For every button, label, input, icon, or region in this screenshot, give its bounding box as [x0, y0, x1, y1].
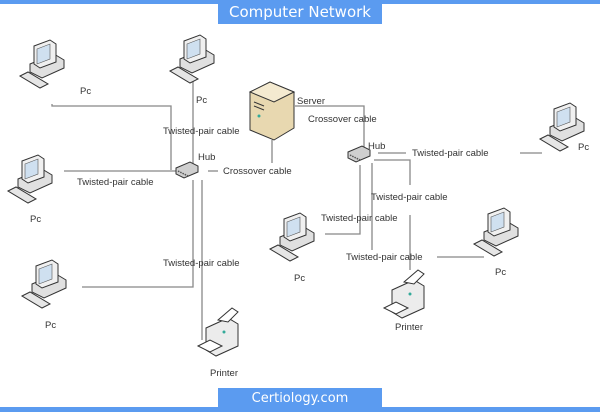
server-icon	[248, 81, 296, 141]
label-printer-left: Printer	[210, 368, 238, 379]
pc-top-center-icon	[169, 34, 215, 84]
label-pc-right-bottom: Pc	[495, 267, 506, 278]
label-hub-left: Hub	[198, 152, 215, 163]
pc-right-mid-icon	[269, 212, 315, 262]
label-cable-tp-right-pc: Twisted-pair cable	[321, 213, 398, 224]
label-hub-right: Hub	[368, 141, 385, 152]
cable-pc-bottom-left	[82, 180, 194, 288]
label-cable-crossover-right: Crossover cable	[308, 114, 377, 125]
hub-right-icon	[347, 145, 371, 163]
label-cable-tp-top: Twisted-pair cable	[163, 126, 240, 137]
cable-hub-right-printer	[374, 159, 411, 185]
pc-bottom-left-icon	[21, 259, 67, 309]
label-cable-tp-right-mid: Twisted-pair cable	[371, 192, 448, 203]
label-cable-tp-bottom-left: Twisted-pair cable	[163, 258, 240, 269]
pc-top-left-icon	[19, 39, 65, 89]
label-pc-top-left: Pc	[80, 86, 91, 97]
label-pc-top-center: Pc	[196, 95, 207, 106]
pc-mid-left-icon	[7, 154, 53, 204]
label-cable-tp-right-bottom: Twisted-pair cable	[346, 252, 423, 263]
cable-hub-right-pc-mid	[325, 165, 361, 235]
diagram-title: Computer Network	[218, 0, 382, 24]
label-cable-tp-left: Twisted-pair cable	[77, 177, 154, 188]
printer-left-icon	[197, 307, 239, 357]
footer-site: Certiology.com	[218, 388, 382, 412]
label-pc-mid-left: Pc	[30, 214, 41, 225]
label-pc-right-mid: Pc	[294, 273, 305, 284]
label-cable-crossover-left: Crossover cable	[223, 166, 292, 177]
label-pc-right-top: Pc	[578, 142, 589, 153]
pc-right-bottom-icon	[473, 207, 519, 257]
label-cable-tp-right-top: Twisted-pair cable	[412, 148, 489, 159]
label-printer-right: Printer	[395, 322, 423, 333]
printer-right-icon	[383, 269, 425, 319]
cable-pc-top-left	[51, 104, 172, 170]
cable-server-hub-right	[295, 105, 365, 148]
hub-left-icon	[175, 161, 199, 179]
label-pc-bottom-left: Pc	[45, 320, 56, 331]
label-server: Server	[297, 96, 325, 107]
